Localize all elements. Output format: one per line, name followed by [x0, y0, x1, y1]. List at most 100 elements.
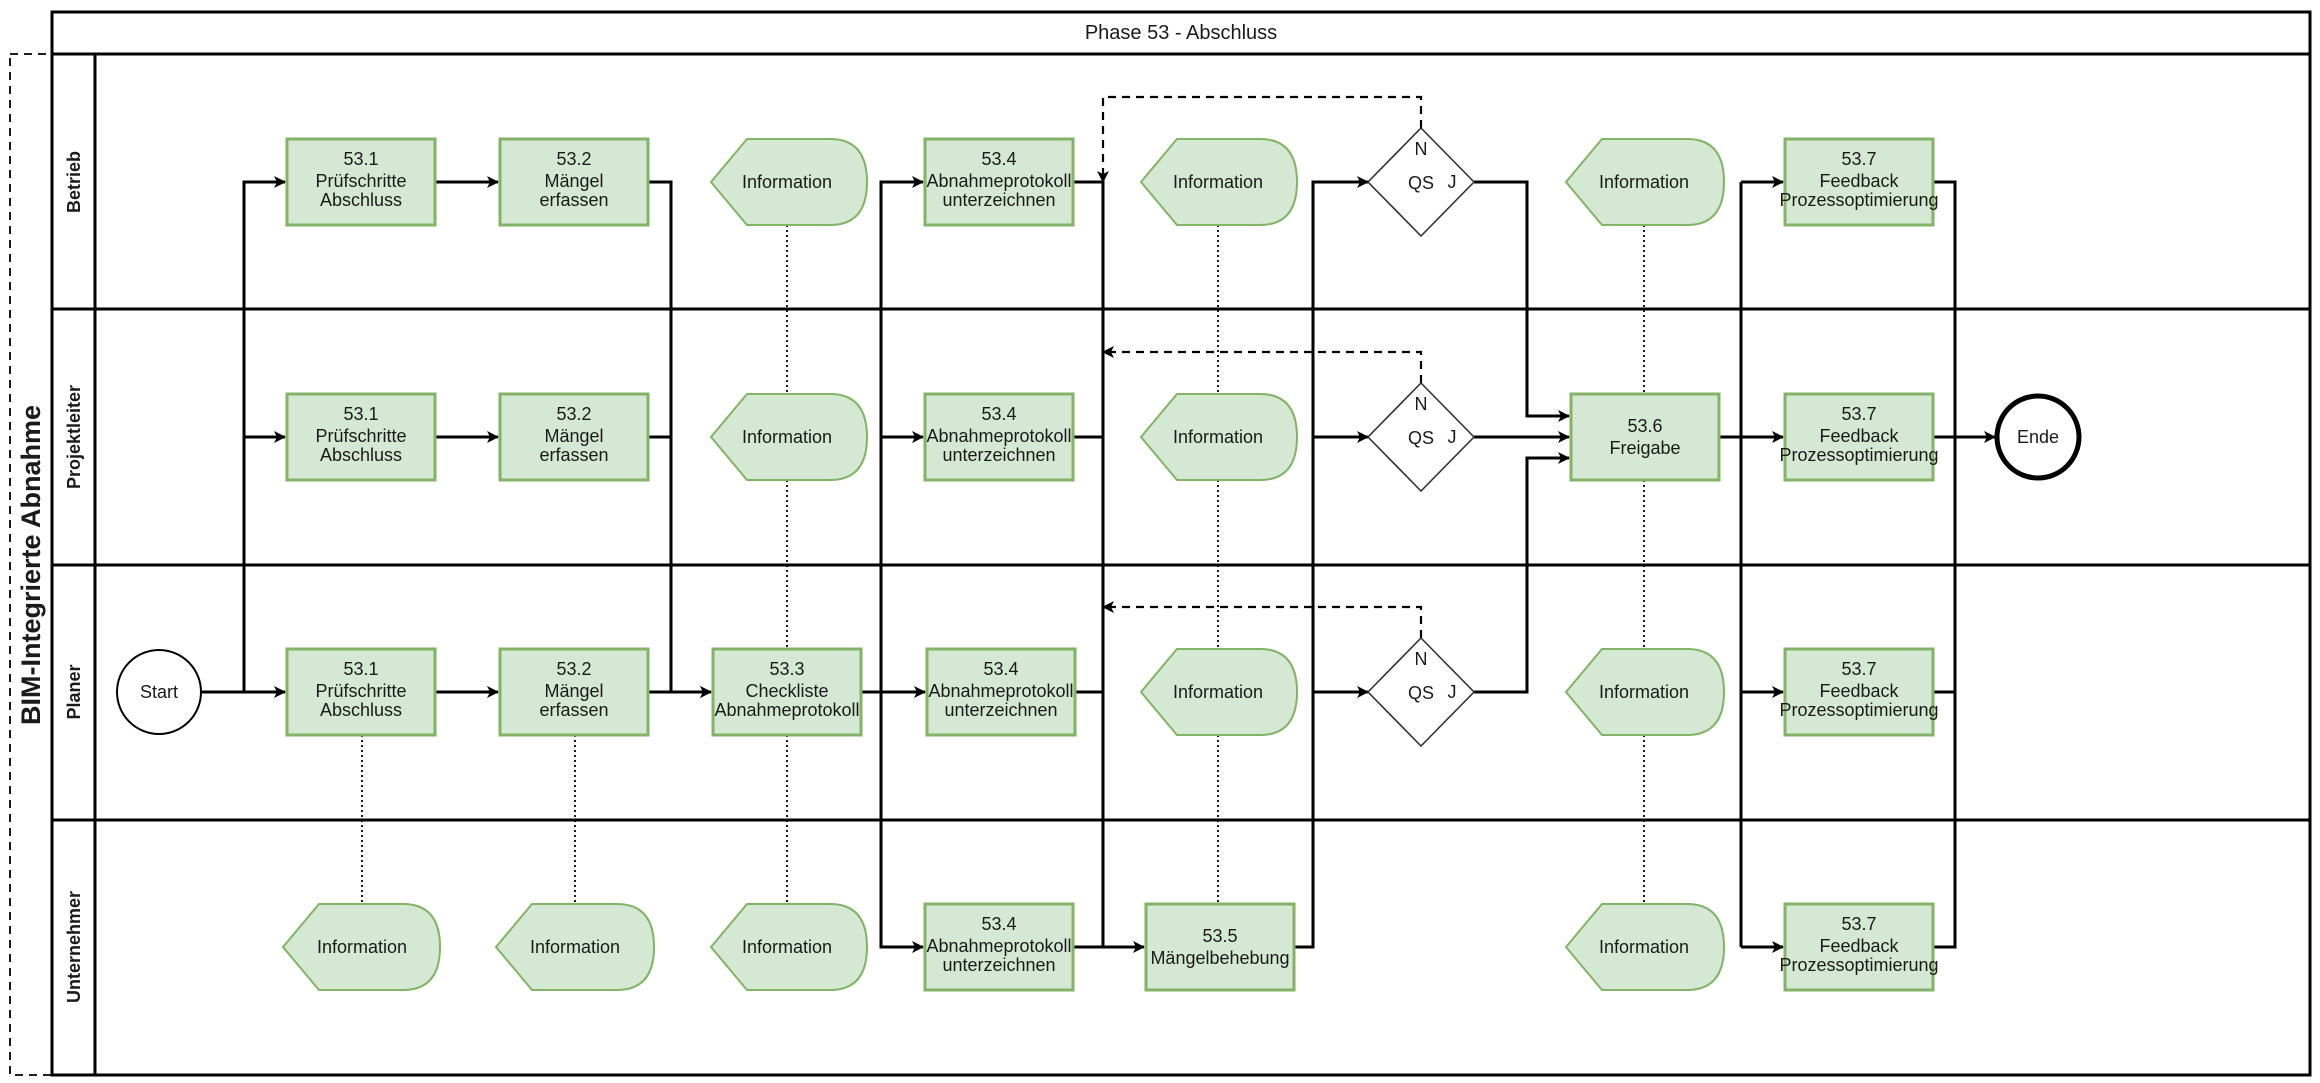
svg-text:53.4: 53.4	[981, 149, 1016, 169]
events: Start Ende	[116, 393, 2082, 735]
pool: Phase 53 - Abschluss BIM-Integrierte Abn…	[9, 10, 2312, 1077]
task-53-1-projektleiter: 53.1 Prüfschritte Abschluss	[285, 392, 437, 482]
svg-text:Information: Information	[742, 427, 832, 447]
task-53-7-betrieb: 53.7 Feedback Prozessoptimierung	[1779, 137, 1939, 227]
gateways: N QS J N QS J N QS J	[1366, 126, 1476, 748]
svg-text:Abschluss: Abschluss	[320, 445, 402, 465]
svg-text:53.7: 53.7	[1841, 149, 1876, 169]
svg-text:53.7: 53.7	[1841, 914, 1876, 934]
svg-text:Feedback: Feedback	[1819, 681, 1899, 701]
svg-text:Prüfschritte: Prüfschritte	[315, 426, 406, 446]
svg-text:53.3: 53.3	[769, 659, 804, 679]
svg-text:Information: Information	[530, 937, 620, 957]
task-53-3-planer: 53.3 Checkliste Abnahmeprotokoll	[711, 647, 863, 737]
svg-text:J: J	[1448, 682, 1457, 702]
svg-text:erfassen: erfassen	[539, 190, 608, 210]
pool-frame	[50, 10, 2312, 1077]
svg-text:N: N	[1415, 649, 1428, 669]
lane-label-planer: Planer	[64, 664, 84, 719]
svg-text:Prozessoptimierung: Prozessoptimierung	[1779, 955, 1938, 975]
loop-back-planer	[1102, 601, 1423, 638]
task-53-7-planer: 53.7 Feedback Prozessoptimierung	[1779, 647, 1939, 737]
task-53-4-unternehmer: 53.4 Abnahmeprotokoll unterzeichnen	[923, 902, 1075, 992]
task-53-7-projektleiter: 53.7 Feedback Prozessoptimierung	[1779, 392, 1939, 482]
svg-text:Prüfschritte: Prüfschritte	[315, 171, 406, 191]
svg-text:Checkliste: Checkliste	[745, 681, 828, 701]
svg-text:Information: Information	[1599, 682, 1689, 702]
svg-text:Feedback: Feedback	[1819, 426, 1899, 446]
svg-text:Abnahmeprotokoll: Abnahmeprotokoll	[928, 681, 1073, 701]
pool-label: BIM-Integrierte Abnahme	[16, 405, 46, 725]
task-53-7-unternehmer: 53.7 Feedback Prozessoptimierung	[1779, 902, 1939, 992]
tasks: 53.1 Prüfschritte Abschluss 53.1 Prüfsch…	[285, 137, 1939, 992]
info-betrieb-2: Information	[1139, 138, 1299, 226]
task-53-4-betrieb: 53.4 Abnahmeprotokoll unterzeichnen	[923, 137, 1075, 227]
lane-label-betrieb: Betrieb	[64, 151, 84, 213]
info-unternehmer-1: Information	[281, 903, 442, 991]
svg-text:Feedback: Feedback	[1819, 171, 1899, 191]
lane-label-unternehmer: Unternehmer	[64, 891, 84, 1003]
info-betrieb-3: Information	[1564, 138, 1726, 226]
task-53-2-projektleiter: 53.2 Mängel erfassen	[498, 392, 650, 482]
svg-text:J: J	[1448, 172, 1457, 192]
gateway-qs-betrieb: N QS J	[1366, 126, 1476, 238]
svg-text:Abschluss: Abschluss	[320, 700, 402, 720]
svg-text:53.6: 53.6	[1627, 416, 1662, 436]
svg-text:Freigabe: Freigabe	[1609, 438, 1680, 458]
gateway-qs-projektleiter: N QS J	[1366, 381, 1476, 493]
loop-back-projektleiter	[1102, 346, 1423, 383]
task-53-1-betrieb: 53.1 Prüfschritte Abschluss	[285, 137, 437, 227]
svg-text:Abnahmeprotokoll: Abnahmeprotokoll	[926, 936, 1071, 956]
task-53-4-projektleiter: 53.4 Abnahmeprotokoll unterzeichnen	[923, 392, 1075, 482]
svg-text:Information: Information	[317, 937, 407, 957]
svg-text:53.2: 53.2	[556, 149, 591, 169]
svg-text:unterzeichnen: unterzeichnen	[942, 445, 1055, 465]
svg-text:53.7: 53.7	[1841, 659, 1876, 679]
task-53-1-planer: 53.1 Prüfschritte Abschluss	[285, 647, 437, 737]
svg-text:53.2: 53.2	[556, 659, 591, 679]
svg-text:unterzeichnen: unterzeichnen	[942, 955, 1055, 975]
task-53-4-planer: 53.4 Abnahmeprotokoll unterzeichnen	[925, 647, 1077, 737]
svg-text:53.2: 53.2	[556, 404, 591, 424]
svg-text:Mängelbehebung: Mängelbehebung	[1150, 948, 1289, 968]
svg-text:QS: QS	[1408, 173, 1434, 193]
svg-text:Mängel: Mängel	[544, 426, 603, 446]
phase-title: Phase 53 - Abschluss	[1085, 22, 1277, 44]
svg-text:Prüfschritte: Prüfschritte	[315, 681, 406, 701]
task-53-6-projektleiter: 53.6 Freigabe	[1569, 392, 1721, 482]
svg-text:Information: Information	[1173, 172, 1263, 192]
task-53-2-betrieb: 53.2 Mängel erfassen	[498, 137, 650, 227]
info-projektleiter-2: Information	[1139, 393, 1299, 481]
svg-text:QS: QS	[1408, 683, 1434, 703]
svg-text:Abnahmeprotokoll: Abnahmeprotokoll	[926, 426, 1071, 446]
svg-text:Information: Information	[1599, 172, 1689, 192]
svg-text:53.4: 53.4	[983, 659, 1018, 679]
svg-text:unterzeichnen: unterzeichnen	[942, 190, 1055, 210]
info-planer-2: Information	[1564, 648, 1726, 736]
svg-text:53.4: 53.4	[981, 404, 1016, 424]
info-projektleiter-1: Information	[709, 393, 869, 481]
info-objects: Information Information Information Info…	[281, 138, 1726, 991]
svg-text:erfassen: erfassen	[539, 700, 608, 720]
svg-text:Prozessoptimierung: Prozessoptimierung	[1779, 700, 1938, 720]
svg-text:Prozessoptimierung: Prozessoptimierung	[1779, 445, 1938, 465]
svg-text:unterzeichnen: unterzeichnen	[944, 700, 1057, 720]
svg-text:Abnahmeprotokoll: Abnahmeprotokoll	[714, 700, 859, 720]
svg-text:53.1: 53.1	[343, 149, 378, 169]
svg-text:Mängel: Mängel	[544, 171, 603, 191]
loop-back-betrieb	[1097, 95, 1423, 183]
svg-text:53.1: 53.1	[343, 404, 378, 424]
svg-text:Abschluss: Abschluss	[320, 190, 402, 210]
lane-label-projektleiter: Projektleiter	[64, 385, 84, 489]
svg-text:53.5: 53.5	[1202, 926, 1237, 946]
svg-text:Prozessoptimierung: Prozessoptimierung	[1779, 190, 1938, 210]
info-unternehmer-2: Information	[494, 903, 656, 991]
info-unternehmer-4: Information	[1564, 903, 1726, 991]
svg-text:QS: QS	[1408, 428, 1434, 448]
svg-text:Information: Information	[1173, 682, 1263, 702]
start-event: Start	[116, 649, 202, 735]
svg-text:Feedback: Feedback	[1819, 936, 1899, 956]
svg-text:Information: Information	[1599, 937, 1689, 957]
info-unternehmer-3: Information	[709, 903, 869, 991]
info-planer-1: Information	[1139, 648, 1299, 736]
